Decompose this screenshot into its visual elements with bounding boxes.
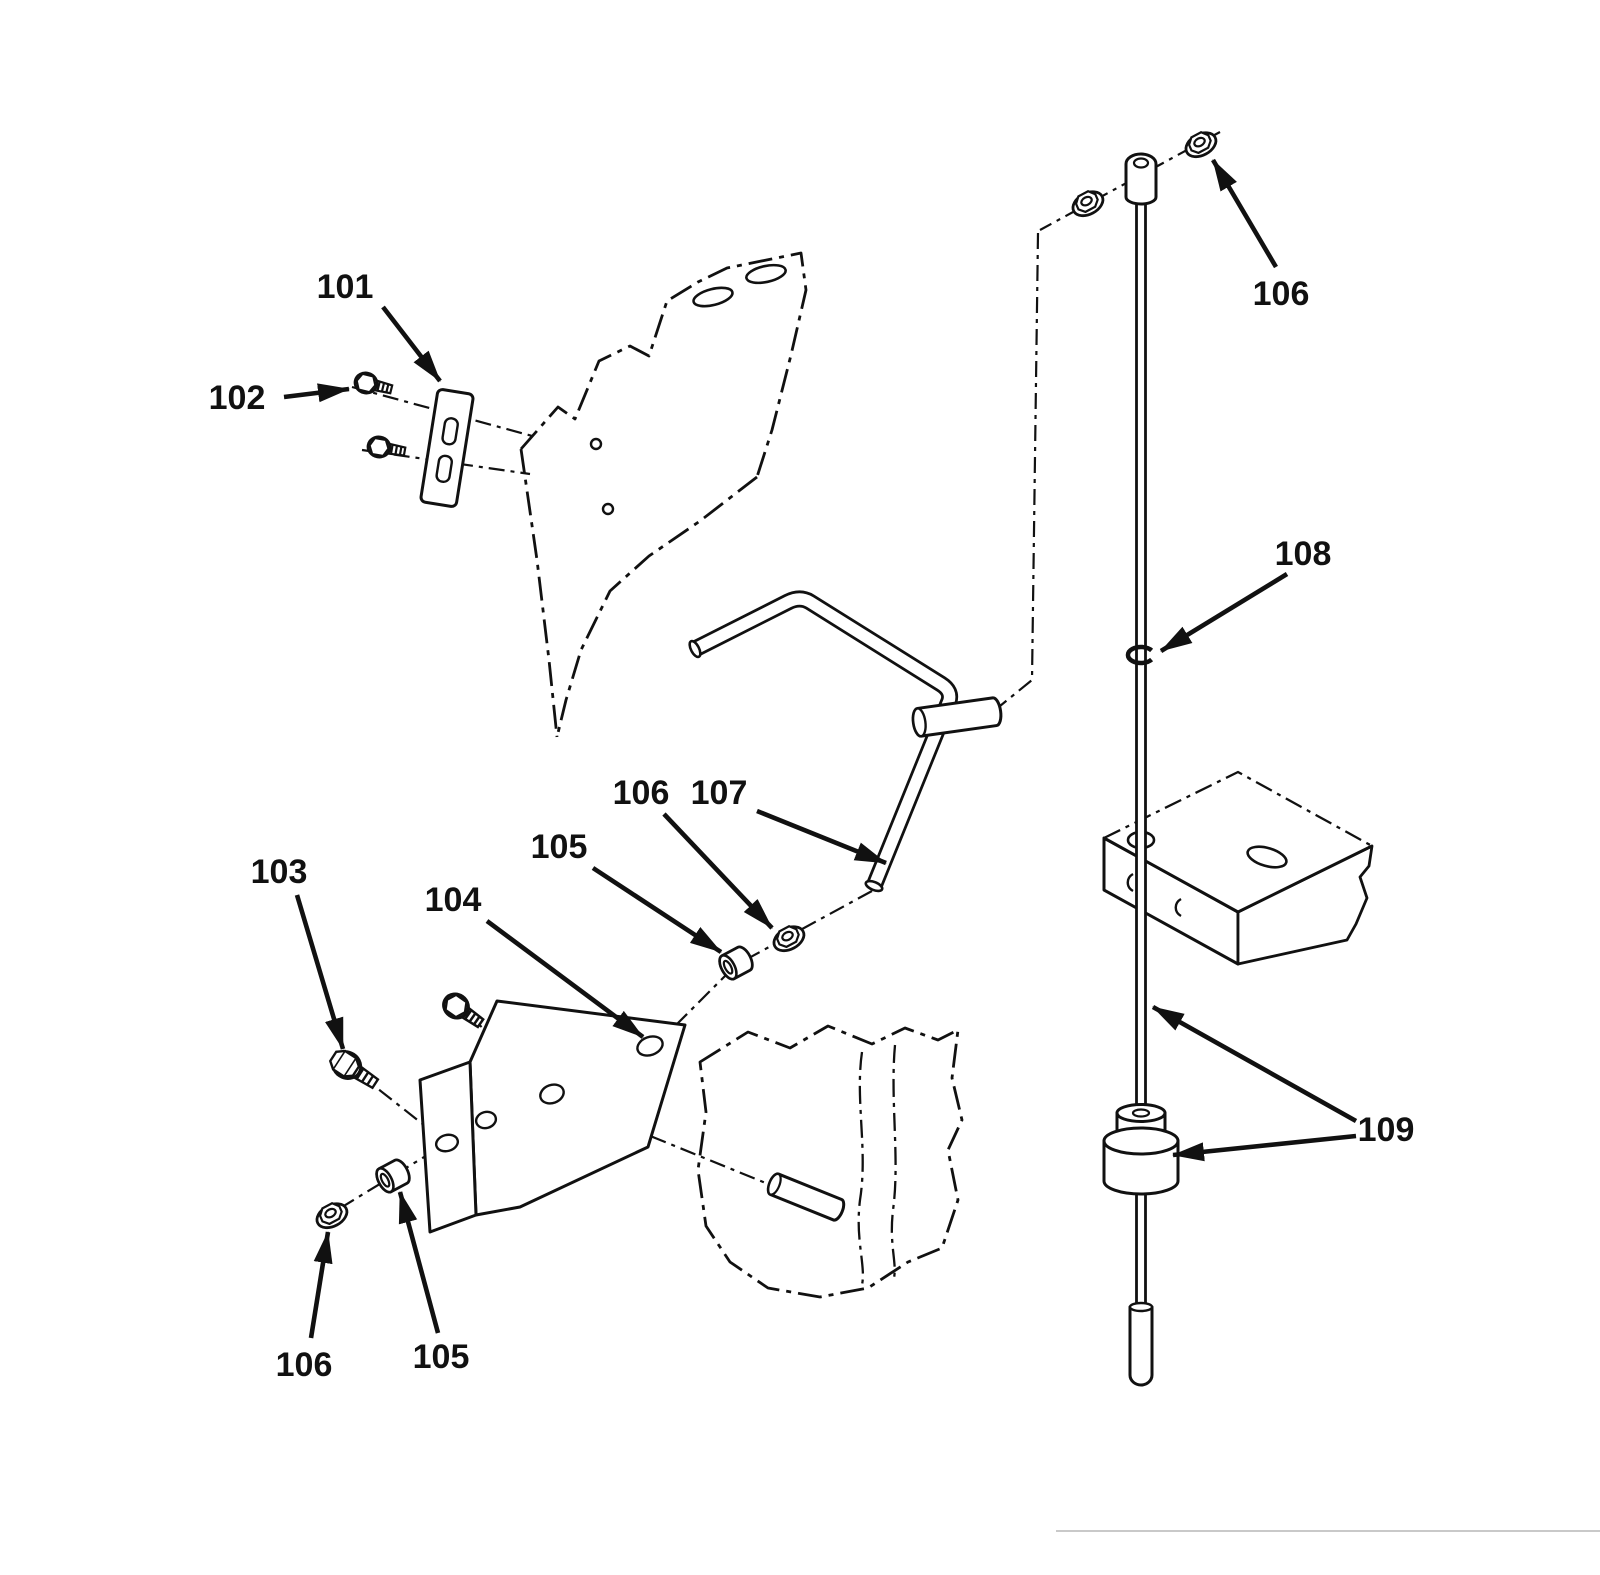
arrow-to-106-mid [662,812,774,930]
bracket-flange-hole [434,1133,460,1153]
part-109-knob [1102,1103,1180,1196]
part-103-bolt [324,1044,384,1096]
leader-arrows [283,158,1358,1339]
rod-bottom-tip [1128,1305,1154,1387]
rod-pivot-sleeve [911,696,1003,738]
part-106-nut-top-right [1180,126,1222,163]
callout-103: 103 [251,853,308,891]
callout-108: 108 [1275,535,1332,573]
arrow-to-107 [756,808,887,866]
callout-104: 104 [425,881,482,919]
callout-107: 107 [691,774,748,812]
frame-mount-pin [766,1172,846,1222]
callout-106-bottom: 106 [276,1346,333,1384]
arrow-to-105-bottom [397,1191,441,1334]
panel-hole [601,502,615,516]
callout-106-mid: 106 [613,774,670,812]
part-105-bushing-lower [371,1155,415,1197]
callout-101: 101 [317,268,374,306]
arrow-to-109-rod [1151,1004,1358,1124]
panel-slot [692,286,734,308]
frame-reference [696,1024,964,1299]
part-105-bushing-upper [714,942,758,984]
arrow-to-109-knob [1172,1133,1357,1162]
callout-105-bottom: 105 [413,1338,470,1376]
console-panel-reference [519,251,808,738]
callout-109: 109 [1358,1111,1415,1149]
part-104-bracket [418,999,687,1234]
part-108-retainer-clip [1125,644,1154,666]
part-107-control-rod [688,590,1003,893]
part-106-nut-top-left [1067,185,1109,222]
callout-labels: 101 102 106 108 106 107 105 104 103 106 … [209,268,1415,1384]
part-106-nut-bottom [311,1197,353,1234]
mounting-screw [437,987,489,1035]
part-101-latch-plate [419,388,475,508]
ferrule-hole [1132,157,1150,169]
arrow-to-106-top [1211,158,1278,269]
callout-105-mid: 105 [531,828,588,866]
assembly-axis-lines [323,131,1221,1219]
arrow-to-102 [283,383,350,403]
arrow-to-101 [381,305,442,383]
bracket-hole [474,1110,498,1130]
callout-106-top: 106 [1253,275,1310,313]
part-106-nut-mid [768,920,810,957]
arrow-to-105-mid [591,866,723,954]
arrow-to-104 [485,919,645,1039]
rod-top-ferrule [1124,152,1158,206]
part-102-screws [351,369,408,463]
arrow-to-103 [294,894,346,1050]
bracket-hole [636,1035,664,1057]
callout-102: 102 [209,379,266,417]
arrow-to-106-bottom [308,1231,333,1339]
arrow-to-108 [1159,572,1289,653]
panel-hole [589,437,603,451]
bracket-hole [539,1083,565,1105]
panel-slot [745,263,787,285]
rod-open-end [864,879,884,893]
part-109-rod [1124,152,1158,1387]
rod-open-end [688,639,702,659]
channel-oval-hole [1246,845,1288,869]
